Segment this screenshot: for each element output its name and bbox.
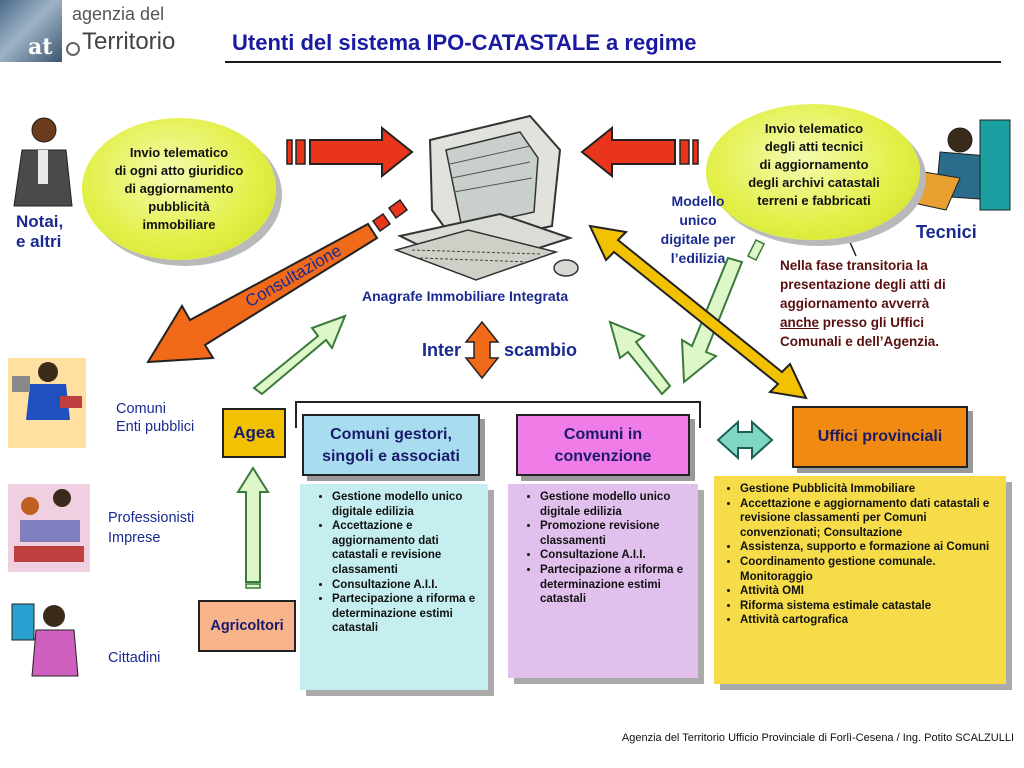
footer-credit: Agenzia del Territorio Ufficio Provincia… bbox=[621, 732, 1014, 744]
label-interscambio-left: Inter bbox=[422, 340, 462, 360]
title-divider bbox=[225, 61, 1001, 63]
professionisti-illustration bbox=[8, 484, 90, 572]
note-fase-transitoria: Nella fase transitoria la presentazione … bbox=[780, 258, 946, 349]
arrow-agricoltori-to-agea bbox=[236, 466, 270, 583]
arrow-comuni-up bbox=[252, 314, 347, 396]
box-comuni-convenzione: Comuni in convenzione bbox=[516, 414, 690, 476]
logo-dot-icon bbox=[66, 42, 80, 56]
arrow-consultazione bbox=[146, 198, 409, 364]
logo-text-line1: agenzia del bbox=[72, 4, 165, 24]
arrow-notai-to-system bbox=[286, 125, 414, 179]
list-comuni-gestori: Gestione modello unico digitale edilizia… bbox=[300, 484, 488, 690]
comuni-illustration bbox=[8, 358, 86, 448]
list-item: Gestione modello unico digitale edilizia bbox=[332, 490, 482, 519]
list-comuni-convenzione: Gestione modello unico digitale edilizia… bbox=[508, 484, 698, 678]
list-item: Gestione Pubblicità Immobiliare bbox=[740, 482, 1000, 497]
list-uffici-provinciali: Gestione Pubblicità Immobiliare Accettaz… bbox=[714, 476, 1006, 684]
arrow-exchange-uffici bbox=[716, 419, 774, 461]
arrow-tecnici-to-system bbox=[580, 125, 699, 179]
box-comuni-gestori: Comuni gestori, singoli e associati bbox=[302, 414, 480, 476]
list-item: Consultazione A.I.I. bbox=[540, 548, 692, 563]
list-item: Attività OMI bbox=[740, 584, 1000, 599]
label-anagrafe: Anagrafe Immobiliare Integrata bbox=[362, 288, 569, 304]
bracket-comuni bbox=[295, 401, 701, 428]
list-item: Promozione revisione classamenti bbox=[540, 519, 692, 548]
list-item: Consultazione A.I.I. bbox=[332, 578, 482, 593]
box-agea: Agea bbox=[222, 408, 286, 458]
label-modello-unico: Modello unico digitale per l’edilizia bbox=[660, 193, 736, 266]
list-item: Coordinamento gestione comunale. Monitor… bbox=[740, 555, 1000, 584]
arrow-system-uffici bbox=[588, 224, 808, 400]
list-item: Accettazione e aggiornamento dati catast… bbox=[740, 497, 1000, 541]
logo-text-line2: Territorio bbox=[82, 28, 176, 55]
list-item: Accettazione e aggiornamento dati catast… bbox=[332, 519, 482, 577]
ellipse-invio-tecnici bbox=[706, 104, 920, 240]
arrow-interscambio bbox=[464, 320, 500, 380]
list-item: Assistenza, supporto e formazione ai Com… bbox=[740, 540, 1000, 555]
arrow-convenzione-up bbox=[608, 320, 672, 396]
list-item: Partecipazione a riforma e determinazion… bbox=[540, 563, 692, 607]
label-professionisti: Professionisti Imprese bbox=[108, 510, 195, 546]
cittadini-illustration bbox=[11, 603, 79, 677]
box-uffici-provinciali: Uffici provinciali bbox=[792, 406, 968, 468]
label-tecnici: Tecnici bbox=[916, 222, 977, 242]
notai-illustration bbox=[13, 117, 73, 207]
list-item: Attività cartografica bbox=[740, 613, 1000, 628]
label-notai: Notai, e altri bbox=[16, 212, 64, 251]
ellipse-invio-notai bbox=[82, 118, 276, 260]
logo-image bbox=[0, 0, 62, 62]
label-cittadini: Cittadini bbox=[108, 650, 161, 666]
logo-mark: at bbox=[28, 34, 53, 60]
list-item: Partecipazione a riforma e determinazion… bbox=[332, 592, 482, 636]
page-title: Utenti del sistema IPO-CATASTALE a regim… bbox=[232, 30, 697, 55]
label-interscambio-right: scambio bbox=[504, 340, 578, 360]
list-item: Gestione modello unico digitale edilizia bbox=[540, 490, 692, 519]
ellipse-invio-tecnici-text: Invio telematico degli atti tecnici di a… bbox=[748, 121, 880, 208]
label-comuni-enti: Comuni Enti pubblici bbox=[116, 401, 195, 435]
computer-icon bbox=[393, 114, 579, 281]
list-item: Riforma sistema estimale catastale bbox=[740, 599, 1000, 614]
box-agricoltori: Agricoltori bbox=[198, 600, 296, 652]
ellipse-invio-notai-text: Invio telematico di ogni atto giuridico … bbox=[114, 145, 244, 232]
